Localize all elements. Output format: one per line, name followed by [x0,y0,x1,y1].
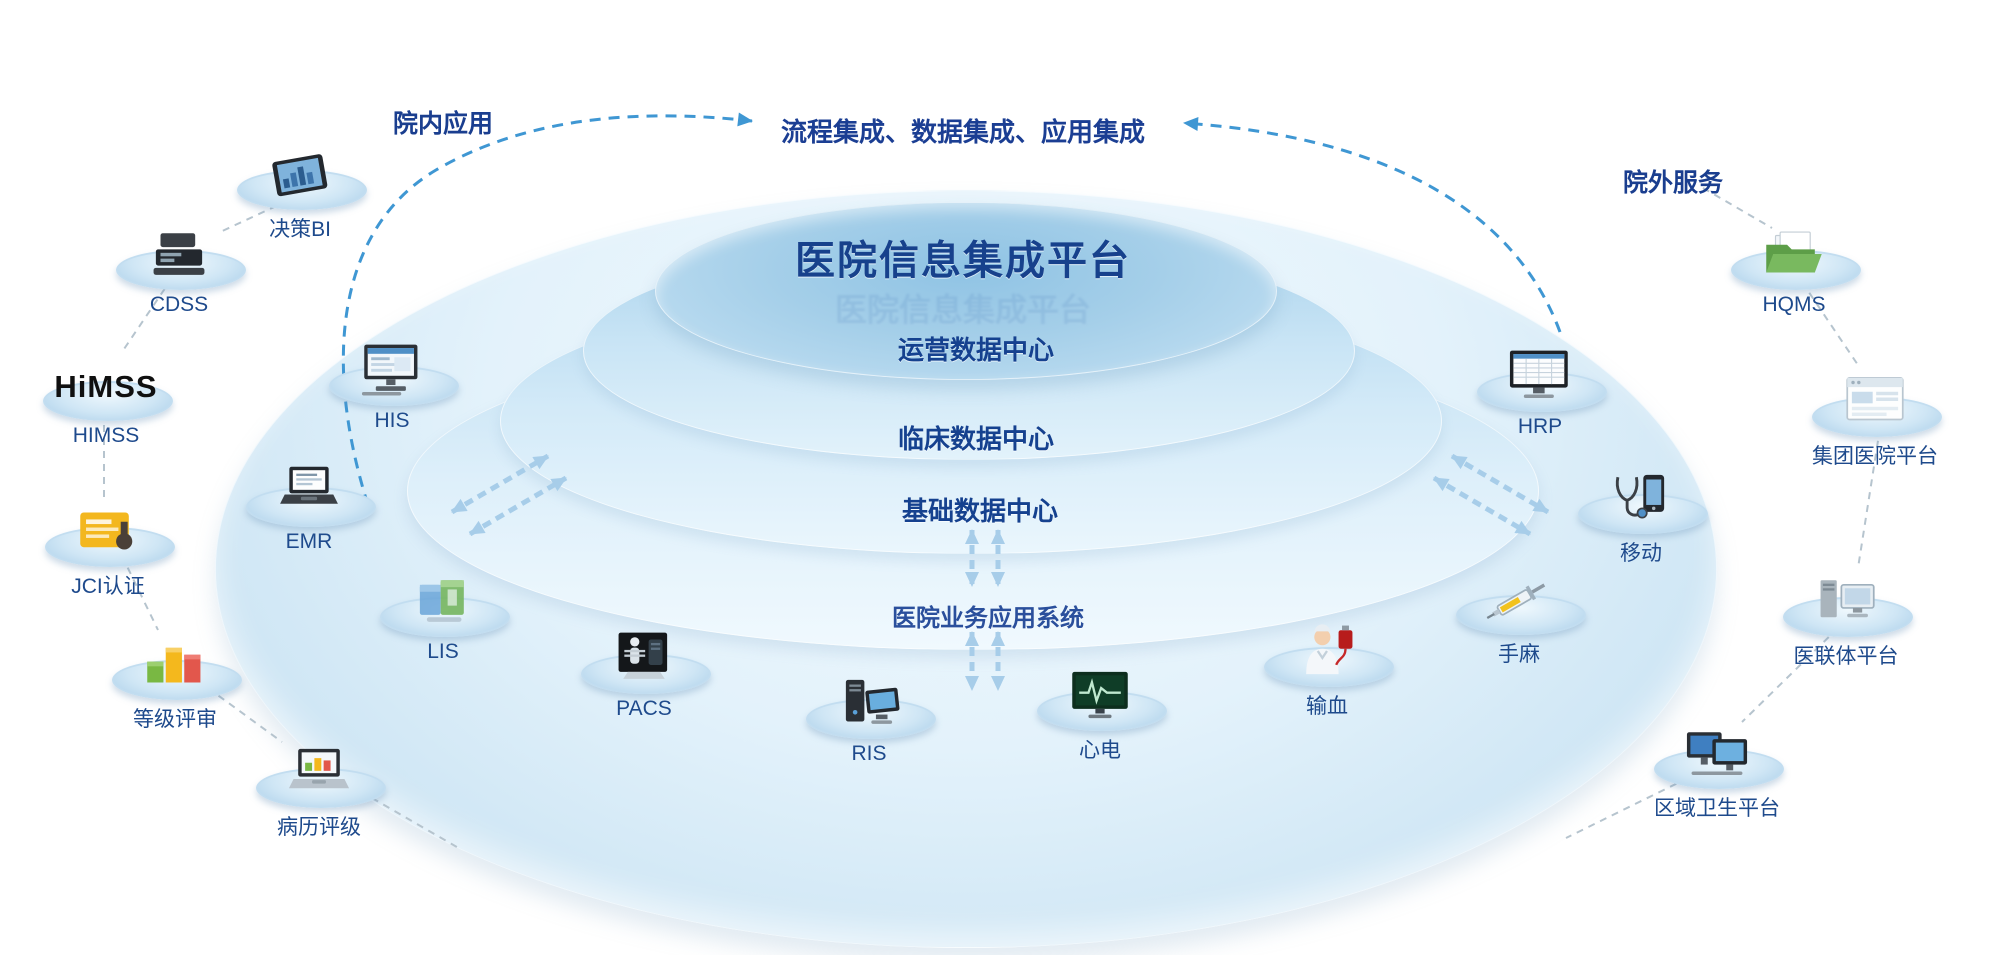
desktop-icon [355,342,429,398]
node-bingli: 病历评级 [234,722,404,841]
xray-icon [607,630,681,686]
server-icon [142,226,216,282]
node-label: HRP [1517,415,1563,438]
node-hrp: HRP [1455,326,1625,439]
node-emr: EMR [224,441,394,554]
node-label: 病历评级 [277,816,361,839]
node-label: HIS [374,409,410,432]
node-quyu: 区域卫生平台 [1632,703,1802,822]
himss-logo-text: HiMSS [54,369,158,404]
certificate-icon [71,503,145,559]
node-label: HQMS [1762,293,1826,316]
page-title: 医院信息集成平台 [795,239,1131,283]
node-label: 移动 [1620,542,1662,565]
tier-ellipse-top-disc [655,202,1277,380]
node-label: PACS [616,697,672,720]
node-yilianti: 医联体平台 [1761,551,1931,670]
workstation-icon [1809,573,1883,629]
node-xindian: 心电 [1015,645,1185,764]
tier-label-basic-data-center: 基础数据中心 [901,496,1059,526]
laptop-icon [272,463,346,519]
syringe-icon [1482,571,1556,627]
node-label: 等级评审 [133,708,217,731]
spreadsheet-monitor-icon [1503,348,1577,404]
himss-logo: HiMSS [54,361,157,413]
node-shuxue: 输血 [1242,601,1412,720]
node-hqms: HQMS [1709,204,1879,317]
node-jituan: 集团医院平台 [1790,351,1960,470]
node-shouma: 手麻 [1434,549,1604,668]
browser-icon [1838,373,1912,429]
node-jci: JCI认证 [23,481,193,600]
platform-ellipse [43,381,173,421]
node-label: RIS [851,742,887,765]
node-label: 集团医院平台 [1812,445,1938,468]
ghost-title: 医院信息集成平台 [834,292,1092,328]
nurse-icon [1290,623,1364,679]
node-label: 手麻 [1498,643,1540,666]
tier-label-clinical-data-center: 临床数据中心 [897,424,1055,454]
laptop-chart-icon [282,744,356,800]
node-label: LIS [427,640,459,663]
node-lis: LIS [358,551,528,664]
node-yidong: 移动 [1556,448,1726,567]
base-label-business-systems: 医院业务应用系统 [892,605,1084,632]
node-label: 输血 [1306,695,1348,718]
node-his: HIS [307,320,477,433]
platform-ellipse [246,487,376,527]
node-label: CDSS [149,293,209,316]
node-label: EMR [285,530,333,553]
group-label-internal-apps: 院内应用 [392,110,494,138]
node-dengji: 等级评审 [90,614,260,733]
integration-banner: 流程集成、数据集成、应用集成 [780,117,1146,147]
dual-monitor-icon [1680,725,1754,781]
node-label: JCI认证 [71,575,145,598]
group-label-external-services: 院外服务 [1622,169,1724,197]
node-himss: HiMSS HIMSS [21,335,191,448]
flasks-icon [406,573,480,629]
tier-label-operation-data-center: 运营数据中心 [897,335,1055,365]
tower-monitor-icon [832,675,906,731]
tablet-icon [263,146,337,202]
folder-icon [1757,226,1831,282]
node-cdss: CDSS [94,204,264,317]
blocks-icon [138,636,212,692]
node-label: HIMSS [72,424,140,447]
ecg-icon [1063,667,1137,723]
stetho-phone-icon [1604,470,1678,526]
node-label: 区域卫生平台 [1654,797,1780,820]
node-label: 医联体平台 [1793,645,1899,668]
node-label: 心电 [1079,739,1121,762]
node-pacs: PACS [559,608,729,721]
node-ris: RIS [784,653,954,766]
